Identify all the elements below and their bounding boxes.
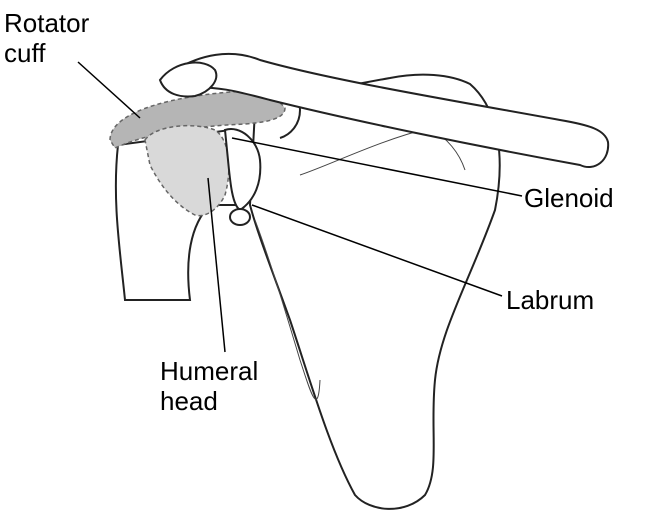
labrum-label: Labrum [506,285,594,315]
humeral-head-label-line2: head [160,386,258,416]
labrum [230,209,250,225]
glenoid-label: Glenoid [524,183,614,213]
rotator-cuff-label-line1: Rotator [4,8,89,38]
humeral-head-label: Humeral head [160,356,258,416]
acromion [160,63,216,97]
humeral-head-label-line1: Humeral [160,356,258,386]
rotator-cuff-leader [78,62,140,118]
rotator-cuff-label-line2: cuff [4,38,89,68]
rotator-cuff-label: Rotator cuff [4,8,89,68]
